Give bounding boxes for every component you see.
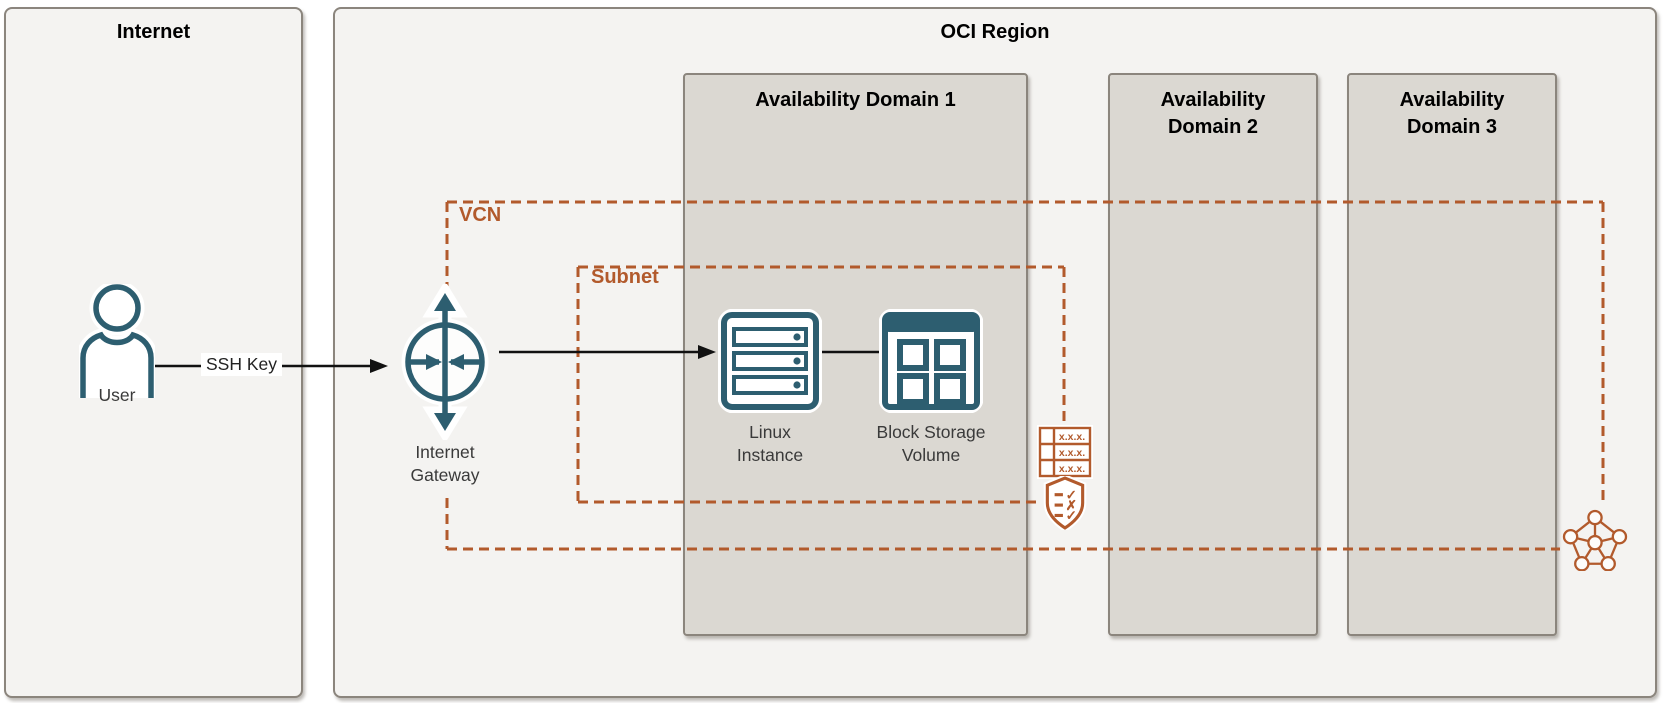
svg-text:✓: ✓ bbox=[1066, 487, 1077, 502]
vcn-network-icon bbox=[1562, 509, 1628, 571]
availability-domain-1-title: Availability Domain 1 bbox=[755, 89, 956, 111]
availability-domain-3: Availability Domain 3 bbox=[1347, 73, 1557, 636]
oci-region-title: OCI Region bbox=[940, 21, 1050, 43]
linux-instance-caption: Linux Instance bbox=[736, 422, 804, 466]
vcn-boundary bbox=[445, 200, 1605, 551]
svg-text:✗: ✗ bbox=[1066, 498, 1077, 513]
route-table-icon: x.x.x. x.x.x. x.x.x. bbox=[1037, 425, 1093, 479]
svg-text:x.x.x.: x.x.x. bbox=[1059, 447, 1085, 459]
user-caption: User bbox=[98, 385, 136, 405]
subnet-label: Subnet bbox=[591, 266, 659, 288]
block-storage-caption: Block Storage Volume bbox=[876, 422, 986, 466]
ssh-key-label: SSH Key bbox=[201, 353, 282, 376]
internet-zone-title: Internet bbox=[116, 21, 191, 43]
svg-text:✓: ✓ bbox=[1066, 508, 1077, 523]
block-storage-icon bbox=[879, 309, 983, 413]
availability-domain-3-title: Availability Domain 3 bbox=[1399, 89, 1505, 138]
security-list-icon: ✓ ✗ ✓ bbox=[1043, 476, 1087, 530]
availability-domain-2-title: Availability Domain 2 bbox=[1160, 89, 1266, 138]
svg-text:x.x.x.: x.x.x. bbox=[1059, 431, 1085, 443]
svg-text:x.x.x.: x.x.x. bbox=[1059, 463, 1085, 475]
internet-gateway-icon bbox=[401, 284, 489, 440]
availability-domain-2: Availability Domain 2 bbox=[1108, 73, 1318, 636]
linux-instance-icon bbox=[718, 309, 822, 413]
internet-gateway-caption: Internet Gateway bbox=[410, 442, 480, 486]
subnet-boundary bbox=[576, 265, 1066, 504]
user-icon bbox=[79, 284, 155, 398]
gateway-to-instance-arrow bbox=[499, 345, 716, 359]
vcn-label: VCN bbox=[459, 204, 502, 226]
